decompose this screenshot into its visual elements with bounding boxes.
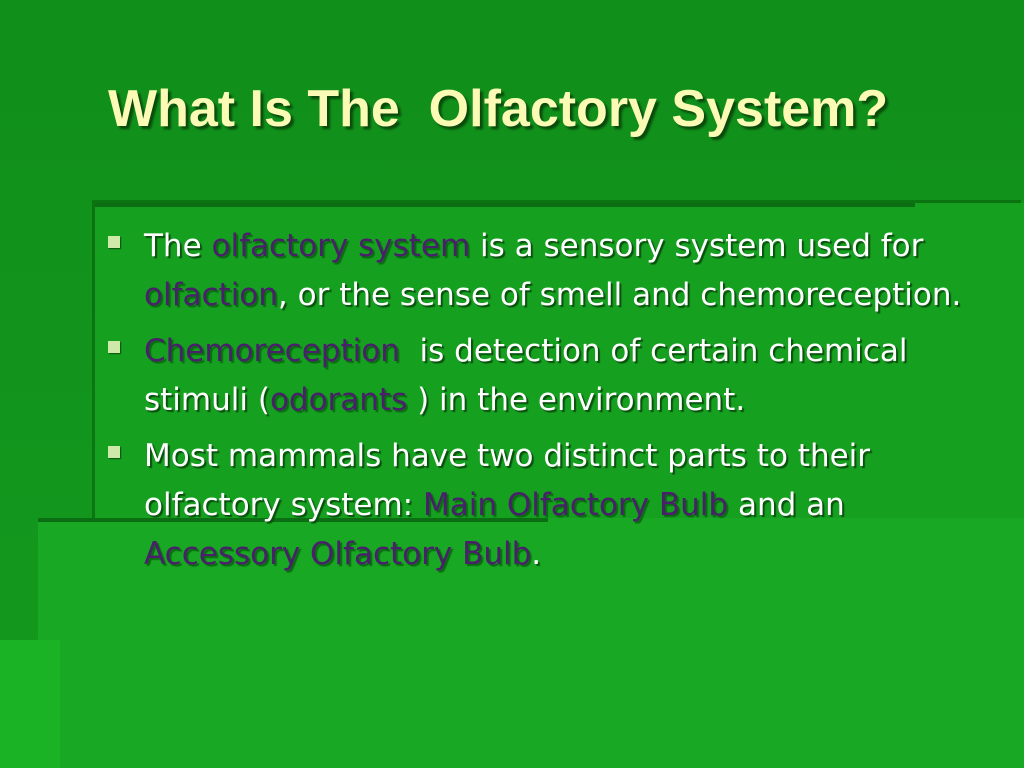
square-bullet-icon	[108, 236, 120, 248]
decorative-panel-lower	[38, 518, 1024, 768]
decorative-panel-upper-edge	[95, 203, 915, 207]
text-segment: is a sensory system used for	[470, 228, 924, 264]
square-bullet-icon	[108, 446, 120, 458]
square-bullet-icon	[108, 341, 120, 353]
highlighted-term: olfactory system	[211, 228, 471, 264]
bullet-item: The olfactory system is a sensory system…	[104, 222, 984, 320]
decorative-panel-corner	[0, 640, 60, 768]
slide-title: What Is The Olfactory System?	[108, 80, 889, 138]
highlighted-term: olfaction	[144, 277, 278, 313]
highlighted-term: Chemoreception	[144, 333, 400, 369]
text-segment: , or the sense of smell and chemorecepti…	[277, 277, 962, 313]
text-segment: ) in the environment.	[407, 382, 746, 418]
text-segment: The	[144, 228, 212, 264]
text-segment: .	[531, 536, 542, 572]
bullet-item: Chemoreception is detection of certain c…	[104, 327, 984, 425]
decorative-panel-lower-edge	[38, 518, 548, 522]
highlighted-term: Main Olfactory Bulb	[422, 487, 729, 523]
highlighted-term: odorants	[269, 382, 408, 418]
text-segment: Most mammals have two distinct parts to …	[144, 438, 871, 523]
text-segment: and an	[728, 487, 865, 523]
highlighted-term: Accessory Olfactory Bulb	[144, 536, 532, 572]
bullet-item: Most mammals have two distinct parts to …	[104, 432, 984, 579]
bullet-list: The olfactory system is a sensory system…	[104, 222, 984, 586]
text-segment: is detection of certain chemical stimuli…	[144, 333, 918, 418]
